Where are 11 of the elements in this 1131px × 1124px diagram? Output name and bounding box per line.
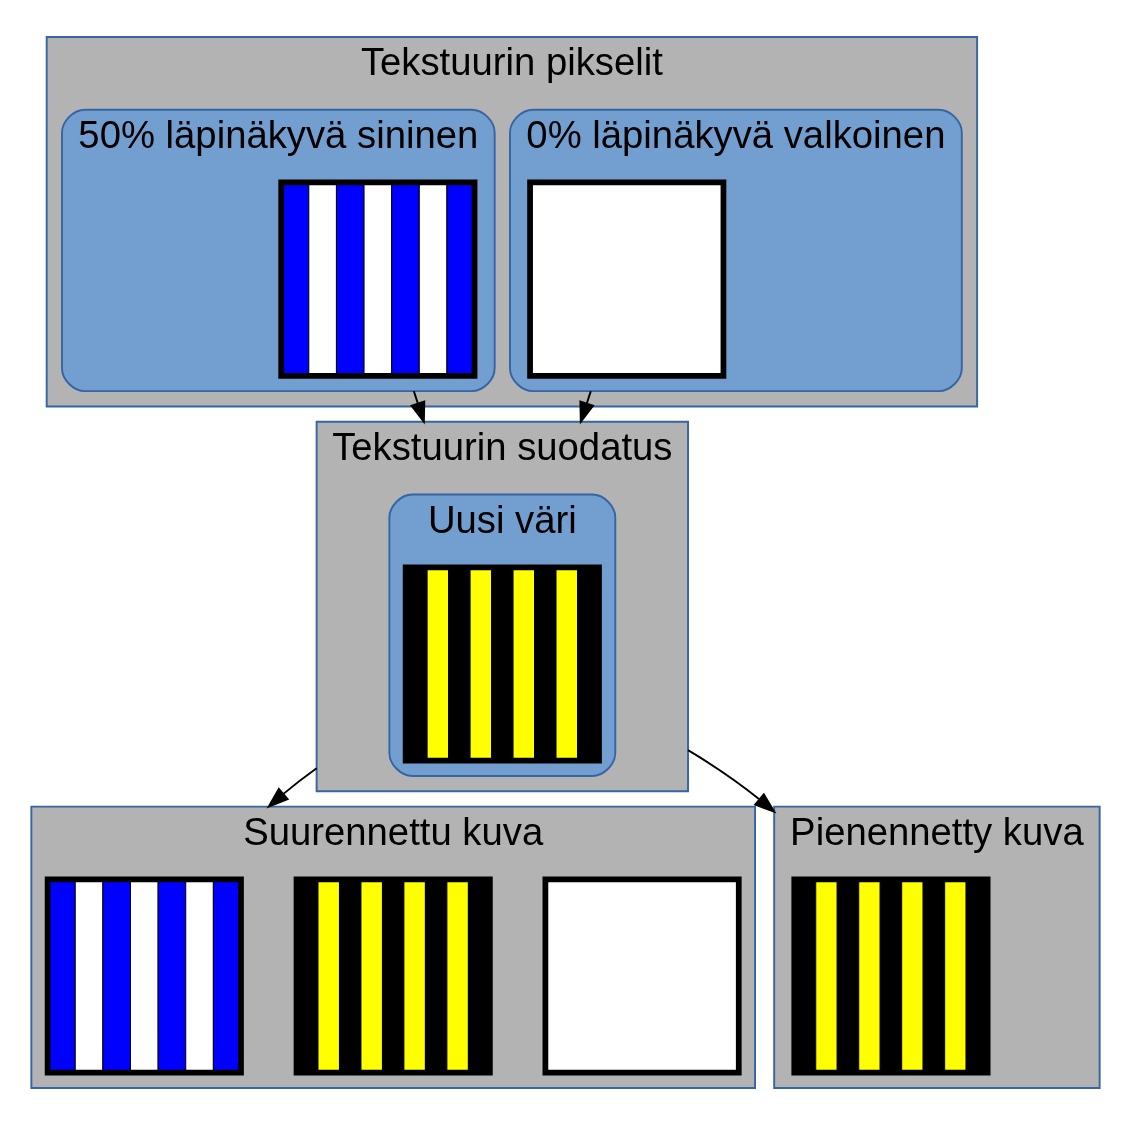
arrow <box>266 766 318 808</box>
node-box <box>542 876 742 1076</box>
cluster: Suurennettu kuva <box>30 805 756 1089</box>
arrow <box>579 389 595 425</box>
cluster: 50% läpinäkyvä sininen <box>61 108 496 392</box>
arrow <box>687 748 777 814</box>
cluster: 0% läpinäkyvä valkoinen <box>509 108 963 392</box>
cluster: Uusi väri <box>388 493 617 777</box>
node-box <box>527 179 727 379</box>
cluster: Pienennetty kuva <box>773 805 1101 1089</box>
arrow <box>409 389 426 425</box>
